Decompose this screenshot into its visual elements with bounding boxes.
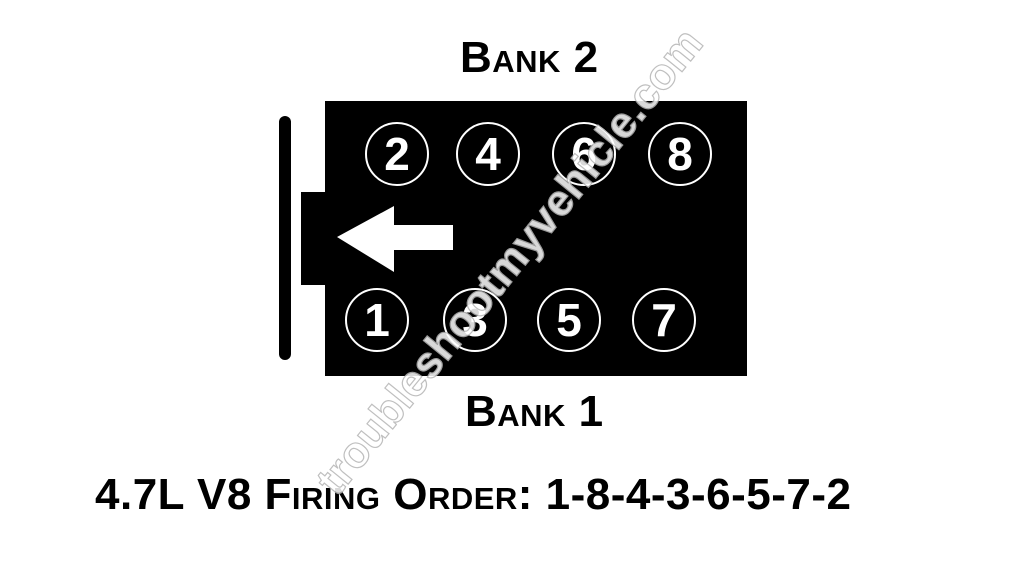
engine-block: 2 4 6 8 1 3 5 7 [325,101,747,376]
cylinder-1: 1 [345,288,409,352]
bank-1-label: Bank 1 [465,387,604,436]
cylinder-7: 7 [632,288,696,352]
cylinder-6: 6 [552,122,616,186]
cylinder-4: 4 [456,122,520,186]
firing-order-caption: 4.7L V8 Firing Order: 1-8-4-3-6-5-7-2 [95,470,852,519]
cylinder-3: 3 [443,288,507,352]
cylinder-5: 5 [537,288,601,352]
cylinder-2: 2 [365,122,429,186]
arrow-left-icon [337,206,453,272]
cylinder-8: 8 [648,122,712,186]
fan-blade-icon [279,116,291,360]
bank-2-label: Bank 2 [460,33,599,82]
